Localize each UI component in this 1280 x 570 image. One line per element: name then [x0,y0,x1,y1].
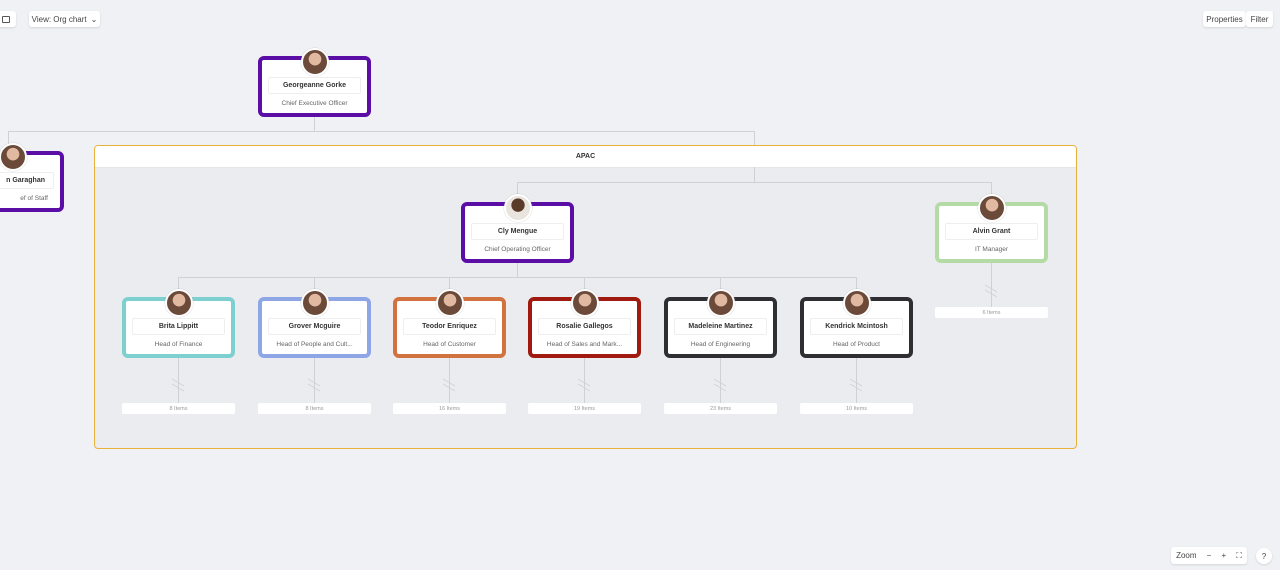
person-card-head[interactable]: Teodor Enriquez Head of Customer [393,289,506,358]
filter-button[interactable]: Filter [1246,11,1273,27]
avatar [570,289,599,317]
items-count[interactable]: 10 Items [800,403,913,414]
avatar [842,289,871,317]
sidebar-toggle-button[interactable] [0,11,16,27]
avatar [977,194,1006,222]
items-count[interactable]: 8 Items [258,403,371,414]
zoom-in-button[interactable]: + [1221,551,1227,560]
view-dropdown[interactable]: View: Org chart⌄ [29,11,100,27]
person-card-head[interactable]: Madeleine Martinez Head of Engineering [664,289,777,358]
person-card-head[interactable]: Kendrick Mcintosh Head of Product [800,289,913,358]
person-card-head[interactable]: Brita Lippitt Head of Finance [122,289,235,358]
person-card-staff[interactable]: n Garaghan ef of Staff [0,143,64,212]
avatar [300,289,329,317]
properties-button[interactable]: Properties [1203,11,1246,27]
fit-screen-icon[interactable]: ⛶ [1236,550,1242,560]
help-button[interactable]: ? [1256,548,1272,564]
zoom-controls: Zoom − + ⛶ [1171,547,1247,564]
person-card-it[interactable]: Alvin Grant IT Manager [935,194,1048,263]
items-count[interactable]: 8 Items [122,403,235,414]
avatar [300,48,329,76]
items-count[interactable]: 16 Items [393,403,506,414]
avatar [435,289,464,317]
avatar [164,289,193,317]
person-card-head[interactable]: Rosalie Gallegos Head of Sales and Mark.… [528,289,641,358]
zoom-out-button[interactable]: − [1206,551,1212,560]
avatar [0,143,27,171]
sidebar-icon [2,15,10,23]
group-apac: APAC [94,145,1077,449]
chevron-down-icon: ⌄ [90,14,98,24]
person-card-coo[interactable]: Cly Mengue Chief Operating Officer [461,194,574,263]
items-count[interactable]: 6 Items [935,307,1048,318]
avatar [503,194,532,222]
avatar [706,289,735,317]
person-card-ceo[interactable]: Georgeanne Gorke Chief Executive Officer [258,48,371,117]
person-card-head[interactable]: Grover Mcguire Head of People and Cult..… [258,289,371,358]
items-count[interactable]: 23 Items [664,403,777,414]
items-count[interactable]: 19 Items [528,403,641,414]
group-title: APAC [95,146,1076,168]
